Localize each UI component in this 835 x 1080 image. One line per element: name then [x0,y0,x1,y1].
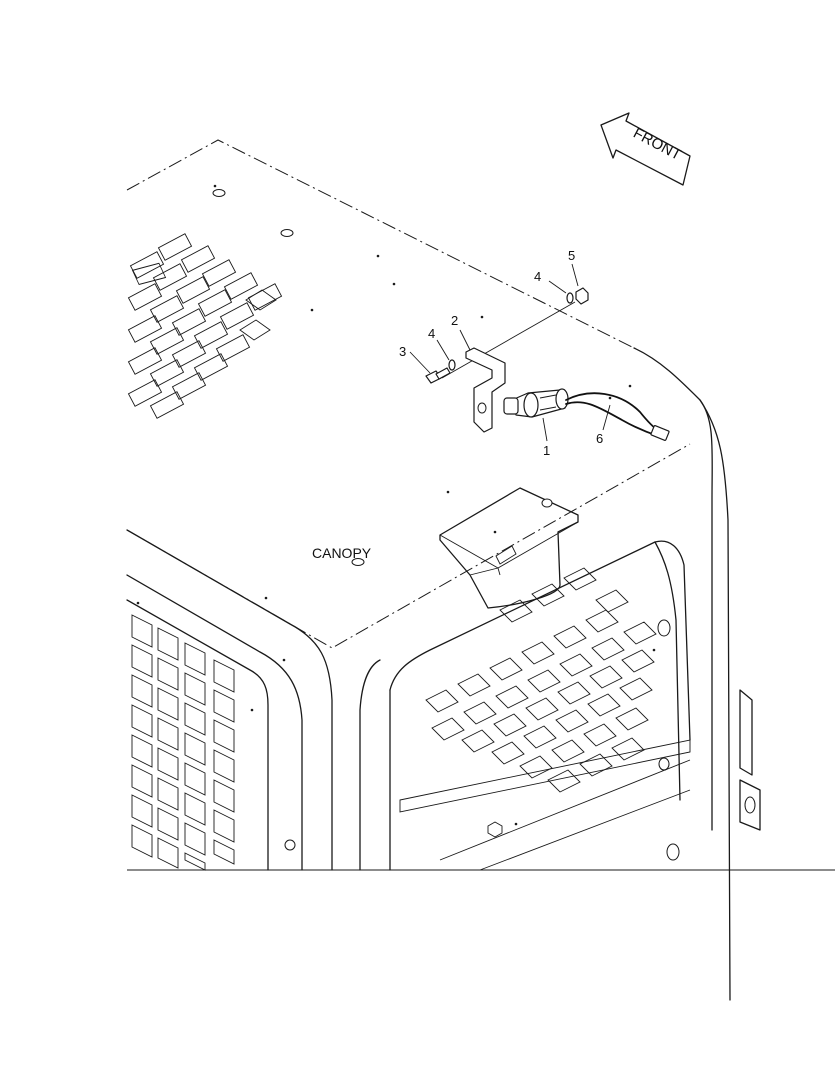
beacon-unit [503,388,569,418]
right-side-frame [389,540,761,871]
front-bracket [439,487,579,609]
callout-2: 2 [451,313,458,328]
rear-grille [127,233,283,419]
callout-4-left: 4 [428,326,435,341]
callout-1: 1 [543,443,550,458]
wire-harness [565,392,670,441]
roof-holes [212,184,632,600]
left-side-grille [126,599,296,871]
nut [575,287,589,305]
front-arrow: FRONT [600,112,691,186]
assembly-centerline [441,301,576,379]
callout-5: 5 [568,248,575,263]
washer-right [566,292,574,304]
mounting-bracket [465,347,506,433]
front-arrow-label: FRONT [630,125,684,164]
callout-6: 6 [596,431,603,446]
callout-3: 3 [399,344,406,359]
canopy-roof [126,139,835,1001]
bolt [425,367,451,384]
callout-4-right: 4 [534,269,541,284]
callout-labels: 1 2 3 4 4 5 6 [399,248,603,458]
washer-left [448,359,456,371]
leader-lines [409,263,611,442]
canopy-label: CANOPY [312,545,372,561]
